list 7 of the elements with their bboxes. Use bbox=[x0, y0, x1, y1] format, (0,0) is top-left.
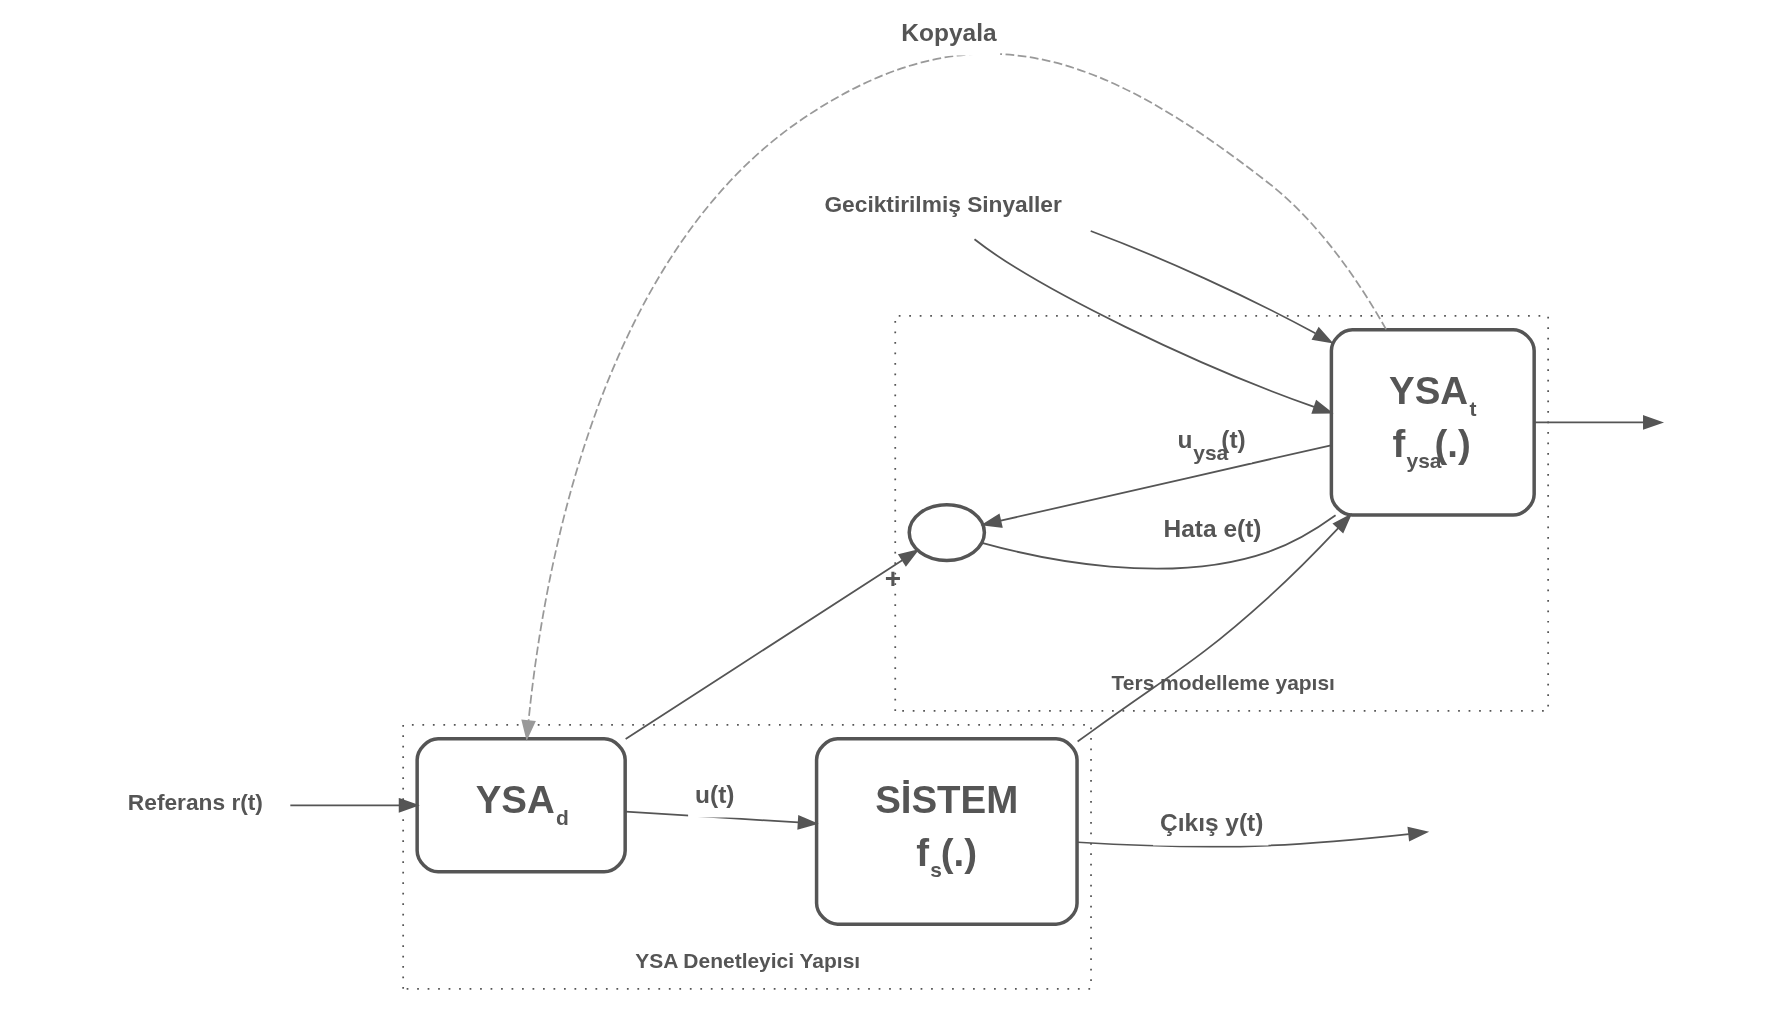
edge-label: Çıkış y(t) bbox=[1159, 808, 1263, 836]
edge-label: u(t) bbox=[694, 781, 734, 809]
edge-label: u$_{ysa}$(t) bbox=[1177, 426, 1246, 464]
node-text: Referans r(t) bbox=[127, 788, 263, 815]
edge-label: Hata e(t) bbox=[1163, 515, 1261, 543]
node-text: Geciktirilmiş Sinyaller bbox=[823, 190, 1062, 217]
edge-label: Kopyala bbox=[900, 18, 997, 46]
